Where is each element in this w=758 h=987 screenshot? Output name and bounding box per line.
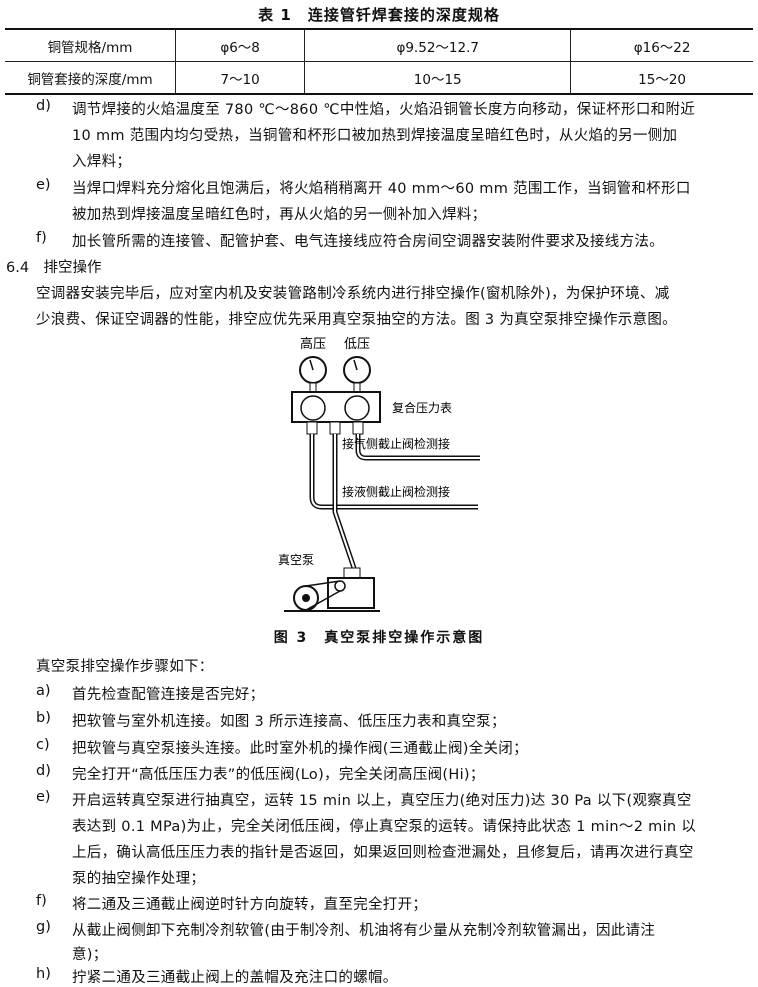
list-marker: h): [36, 966, 51, 982]
list-item-line: 10 mm 范围内均匀受热，当铜管和杯形口被加热到焊接温度呈暗红色时，从火焰的另…: [72, 128, 678, 144]
list-item-line: 完全打开“高低压压力表”的低压阀(Lo)，完全关闭高压阀(Hi)；: [72, 767, 485, 783]
list-item-line: 拧紧二通及三通截止阀上的盖帽及充注口的螺帽。: [72, 970, 398, 986]
section-heading: 6.4 排空操作: [6, 260, 102, 276]
list-item-line: 被加热到焊接温度呈暗红色时，再从火焰的另一侧补加入焊料；: [72, 207, 487, 223]
table-cell: 铜管规格/mm: [5, 28, 176, 62]
list-marker: d): [36, 98, 51, 114]
high-pressure-label: 高压: [300, 336, 326, 352]
table-cell: φ16～22: [570, 28, 753, 62]
list-marker: e): [36, 177, 51, 193]
list-marker: e): [36, 789, 51, 805]
list-item-line: 把软管与真空泵接头连接。此时室外机的操作阀(三通截止阀)全关闭；: [72, 741, 528, 757]
list-item-line: 入焊料；: [72, 154, 132, 170]
list-item-line: 意)；: [72, 947, 108, 963]
paragraph-line: 少浪费、保证空调器的性能，排空应优先采用真空泵抽空的方法。图 3 为真空泵排空操…: [36, 312, 677, 328]
list-item-line: 开启运转真空泵进行抽真空，运转 15 min 以上，真空压力(绝对压力)达 30…: [72, 793, 692, 809]
gas-side-port-label: 接气侧截止阀检测接: [342, 436, 450, 451]
list-item-line: 加长管所需的连接管、配管护套、电气连接线应符合房间空调器安装附件要求及接线方法。: [72, 234, 664, 250]
list-item-line: 将二通及三通截止阀逆时针方向旋转，直至完全打开；: [72, 897, 428, 913]
list-marker: c): [36, 737, 50, 753]
list-marker: b): [36, 710, 51, 726]
vacuum-pump-label: 真空泵: [278, 553, 314, 567]
paragraph-line: 空调器安装完毕后，应对室内机及安装管路制冷系统内进行排空操作(窗机除外)，为保护…: [36, 286, 670, 302]
table-cell: 7～10: [174, 61, 306, 95]
steps-intro: 真空泵排空操作步骤如下：: [36, 659, 214, 675]
table-cell: φ6～8: [174, 28, 306, 62]
list-marker: d): [36, 763, 51, 779]
table-cell: φ9.52～12.7: [304, 28, 572, 62]
table-cell: 10～15: [304, 61, 572, 95]
spec-table: 铜管规格/mm φ6～8 φ9.52～12.7 φ16～22 铜管套接的深度/m…: [5, 28, 753, 95]
liquid-side-port-label: 接液侧截止阀检测接: [342, 484, 450, 499]
list-marker: a): [36, 683, 51, 699]
table-cell: 15～20: [570, 61, 753, 95]
low-pressure-label: 低压: [344, 337, 370, 352]
table-cell: 铜管套接的深度/mm: [5, 61, 176, 95]
list-marker: f): [36, 893, 47, 909]
gauge-manifold-label: 复合压力表: [392, 400, 452, 415]
list-item-line: 调节焊接的火焰温度至 780 ℃～860 ℃中性焰，火焰沿铜管长度方向移动，保证…: [72, 102, 696, 118]
list-item-line: 从截止阀侧卸下充制冷剂软管(由于制冷剂、机油将有少量从充制冷剂软管漏出，因此请注: [72, 923, 656, 939]
figure-caption: 图 3 真空泵排空操作示意图: [273, 630, 485, 646]
list-item-line: 上后，确认高低压压力表的指针是否返回，如果返回则检查泄漏处，且修复后，请再次进行…: [72, 845, 694, 861]
list-marker: g): [36, 919, 51, 935]
list-item-line: 表达到 0.1 MPa)为止，完全关闭低压阀，停止真空泵的运转。请保持此状态 1…: [72, 819, 697, 835]
vacuum-pump-diagram: 高压 低压 复合压力表 接气侧截止阀检测接 接液侧截止阀检测接 真空泵: [278, 336, 480, 612]
table-title: 表 1 连接管钎焊套接的深度规格: [258, 6, 500, 24]
list-item-line: 泵的抽空操作处理；: [72, 871, 206, 887]
list-item-line: 把软管与室外机连接。如图 3 所示连接高、低压压力表和真空泵；: [72, 714, 506, 730]
list-marker: f): [36, 230, 47, 246]
list-item-line: 当焊口焊料充分熔化且饱满后，将火焰稍稍离开 40 mm～60 mm 范围工作，当…: [72, 181, 691, 197]
pump-hose: [332, 434, 357, 569]
table-row: 铜管套接的深度/mm 7～10 10～15 15～20: [5, 61, 753, 95]
list-item-line: 首先检查配管连接是否完好；: [72, 687, 265, 703]
table-row: 铜管规格/mm φ6～8 φ9.52～12.7 φ16～22: [5, 28, 753, 62]
